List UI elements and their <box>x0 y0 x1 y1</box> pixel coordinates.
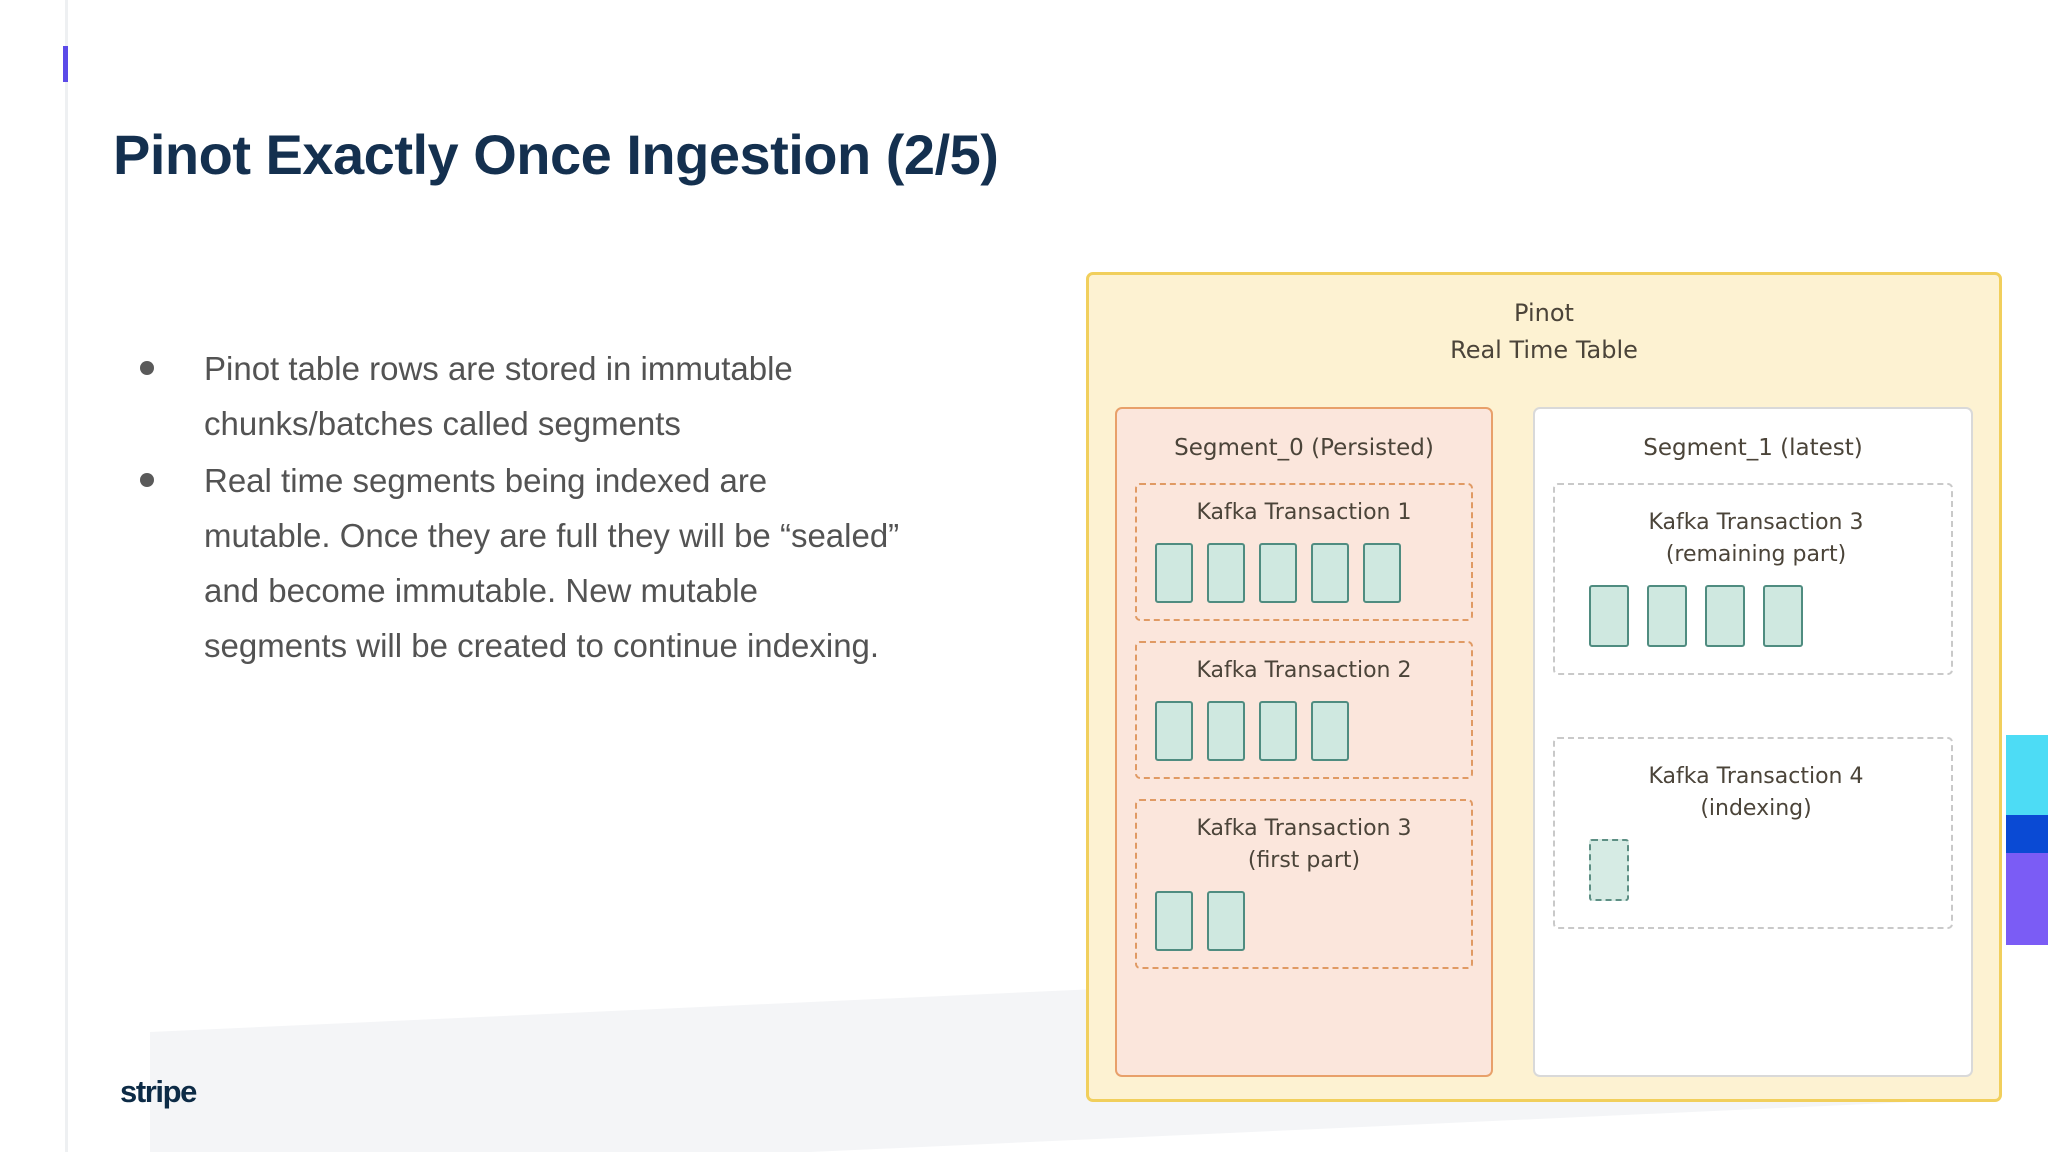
row-cell <box>1207 543 1245 603</box>
bullet-text: Real time segments being indexed are mut… <box>204 462 900 664</box>
row-cell <box>1155 543 1193 603</box>
right-edge-accent-bars <box>2006 735 2048 965</box>
kafka-transaction-block: Kafka Transaction 1 <box>1135 483 1473 621</box>
row-group <box>1575 839 1937 901</box>
row-cell <box>1259 543 1297 603</box>
bullet-text: Pinot table rows are stored in immutable… <box>204 350 793 442</box>
transaction-label: Kafka Transaction 1 <box>1196 500 1412 525</box>
row-cell <box>1155 891 1193 951</box>
transaction-label: Kafka Transaction 3 (remaining part) <box>1648 510 1864 567</box>
row-group <box>1151 543 1457 603</box>
segment-1-latest: Segment_1 (latest) Kafka Transaction 3 (… <box>1533 407 1973 1077</box>
row-cell <box>1155 701 1193 761</box>
transaction-label: Kafka Transaction 2 <box>1196 658 1412 683</box>
accent-bar-blue <box>2006 815 2048 853</box>
row-cell-indexing <box>1589 839 1629 901</box>
segment-title: Segment_0 (Persisted) <box>1174 435 1434 461</box>
pinot-realtime-table-diagram: Pinot Real Time Table Segment_0 (Persist… <box>1086 272 2002 1102</box>
accent-bar-purple <box>2006 853 2048 945</box>
bullet-dot-icon <box>140 473 154 487</box>
row-cell <box>1259 701 1297 761</box>
row-cell <box>1207 891 1245 951</box>
accent-bar-cyan <box>2006 735 2048 815</box>
kafka-transaction-block: Kafka Transaction 3 (first part) <box>1135 799 1473 969</box>
page-title: Pinot Exactly Once Ingestion (2/5) <box>113 123 999 186</box>
stripe-logo: stripe <box>120 1074 197 1109</box>
row-cell <box>1589 585 1629 647</box>
bullet-dot-icon <box>140 361 154 375</box>
row-cell <box>1647 585 1687 647</box>
bullet-list: Pinot table rows are stored in immutable… <box>140 341 900 675</box>
transaction-label: Kafka Transaction 4 (indexing) <box>1648 764 1864 821</box>
segment-0-persisted: Segment_0 (Persisted) Kafka Transaction … <box>1115 407 1493 1077</box>
kafka-transaction-block: Kafka Transaction 2 <box>1135 641 1473 779</box>
segments-container: Segment_0 (Persisted) Kafka Transaction … <box>1115 407 1973 1077</box>
row-cell <box>1705 585 1745 647</box>
segment-title: Segment_1 (latest) <box>1643 435 1863 461</box>
diagram-title: Pinot Real Time Table <box>1450 299 1638 364</box>
row-group <box>1151 701 1457 761</box>
row-group <box>1575 585 1937 647</box>
list-item: Pinot table rows are stored in immutable… <box>140 341 900 451</box>
left-accent-mark <box>63 46 68 82</box>
row-group <box>1151 891 1457 951</box>
row-cell <box>1363 543 1401 603</box>
list-item: Real time segments being indexed are mut… <box>140 453 900 673</box>
row-cell <box>1311 543 1349 603</box>
kafka-transaction-block: Kafka Transaction 4 (indexing) <box>1553 737 1953 929</box>
left-margin-rule <box>65 0 68 1152</box>
row-cell <box>1311 701 1349 761</box>
row-cell <box>1207 701 1245 761</box>
transaction-label: Kafka Transaction 3 (first part) <box>1196 816 1412 873</box>
row-cell <box>1763 585 1803 647</box>
kafka-transaction-block: Kafka Transaction 3 (remaining part) <box>1553 483 1953 675</box>
